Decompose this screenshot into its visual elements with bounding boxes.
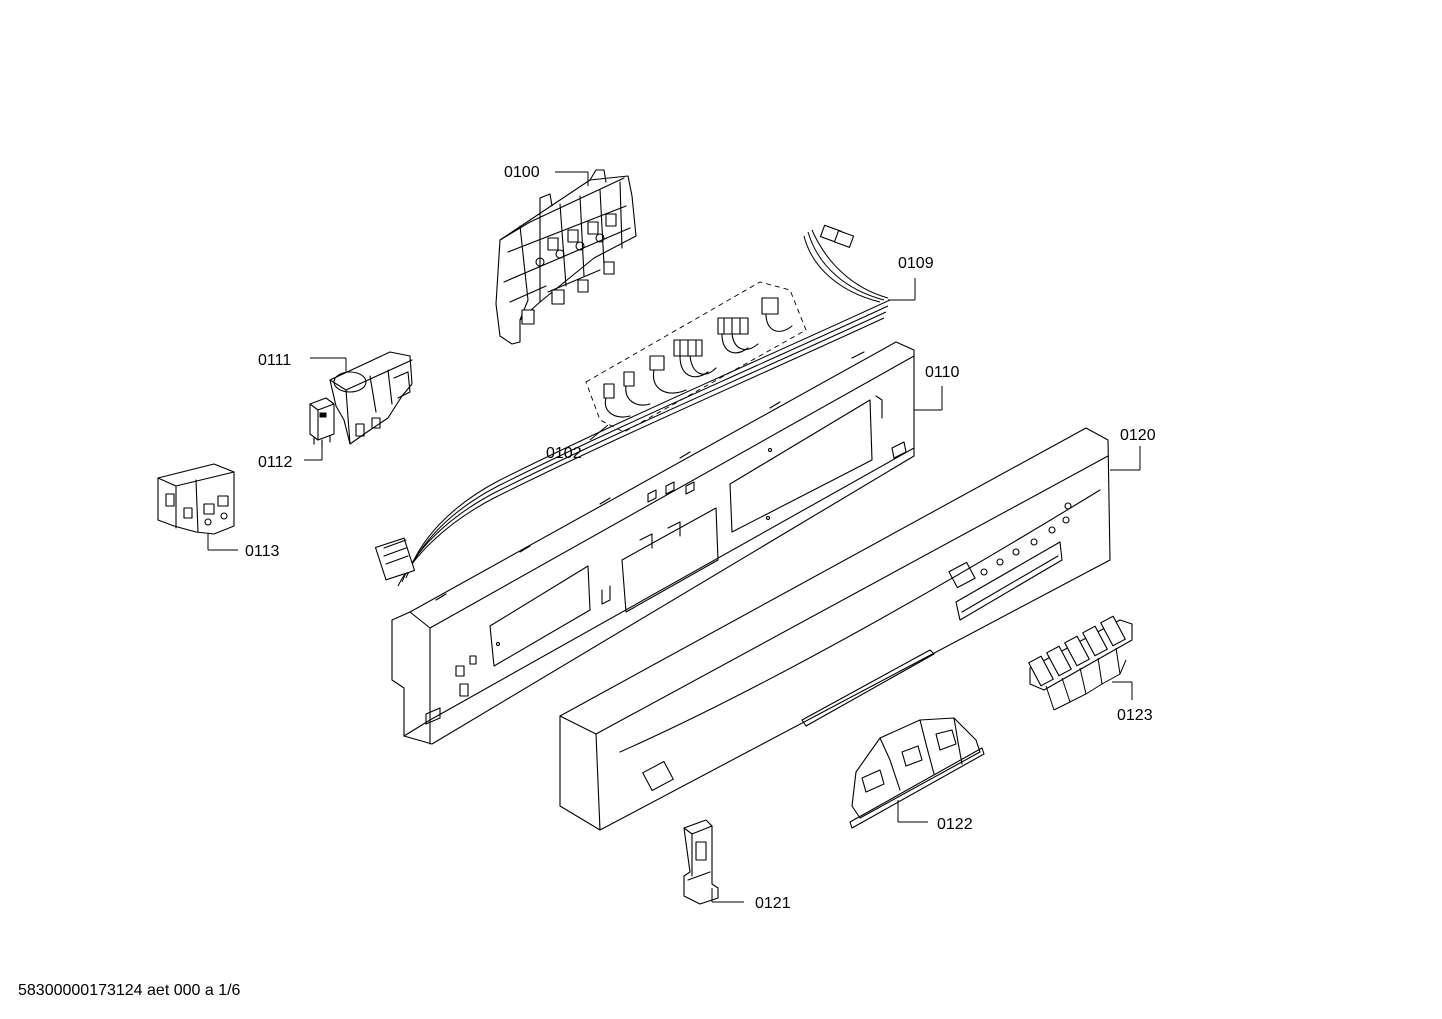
label-0102: 0102 <box>546 445 582 462</box>
document-footer-id: 58300000173124 aet 000 a 1/6 <box>18 982 241 999</box>
part-0123-push-button-strip[interactable] <box>1028 615 1133 711</box>
part-0122-handle-insert[interactable] <box>849 717 985 829</box>
part-0102-connector-set[interactable] <box>585 281 807 433</box>
label-0122: 0122 <box>937 816 973 833</box>
label-0123: 0123 <box>1117 707 1153 724</box>
part-0120-control-panel-fascia[interactable] <box>559 427 1111 831</box>
part-0121-holder-clip[interactable] <box>683 819 719 905</box>
label-0110: 0110 <box>925 364 960 381</box>
part-0100-electronic-module[interactable] <box>495 169 637 345</box>
part-0110-inner-panel-frame[interactable] <box>391 341 915 745</box>
label-0112: 0112 <box>258 454 293 471</box>
label-0100: 0100 <box>504 164 540 181</box>
label-0109: 0109 <box>898 255 934 272</box>
label-0111: 0111 <box>258 352 291 369</box>
label-0121: 0121 <box>755 895 791 912</box>
part-0109-cable-harness[interactable] <box>374 224 891 587</box>
label-0120: 0120 <box>1120 427 1156 444</box>
label-0113: 0113 <box>245 543 280 560</box>
part-0113-door-switch-module[interactable] <box>157 463 235 535</box>
part-0111-switch-bracket[interactable] <box>329 351 413 445</box>
part-0112-switch[interactable] <box>309 397 335 447</box>
